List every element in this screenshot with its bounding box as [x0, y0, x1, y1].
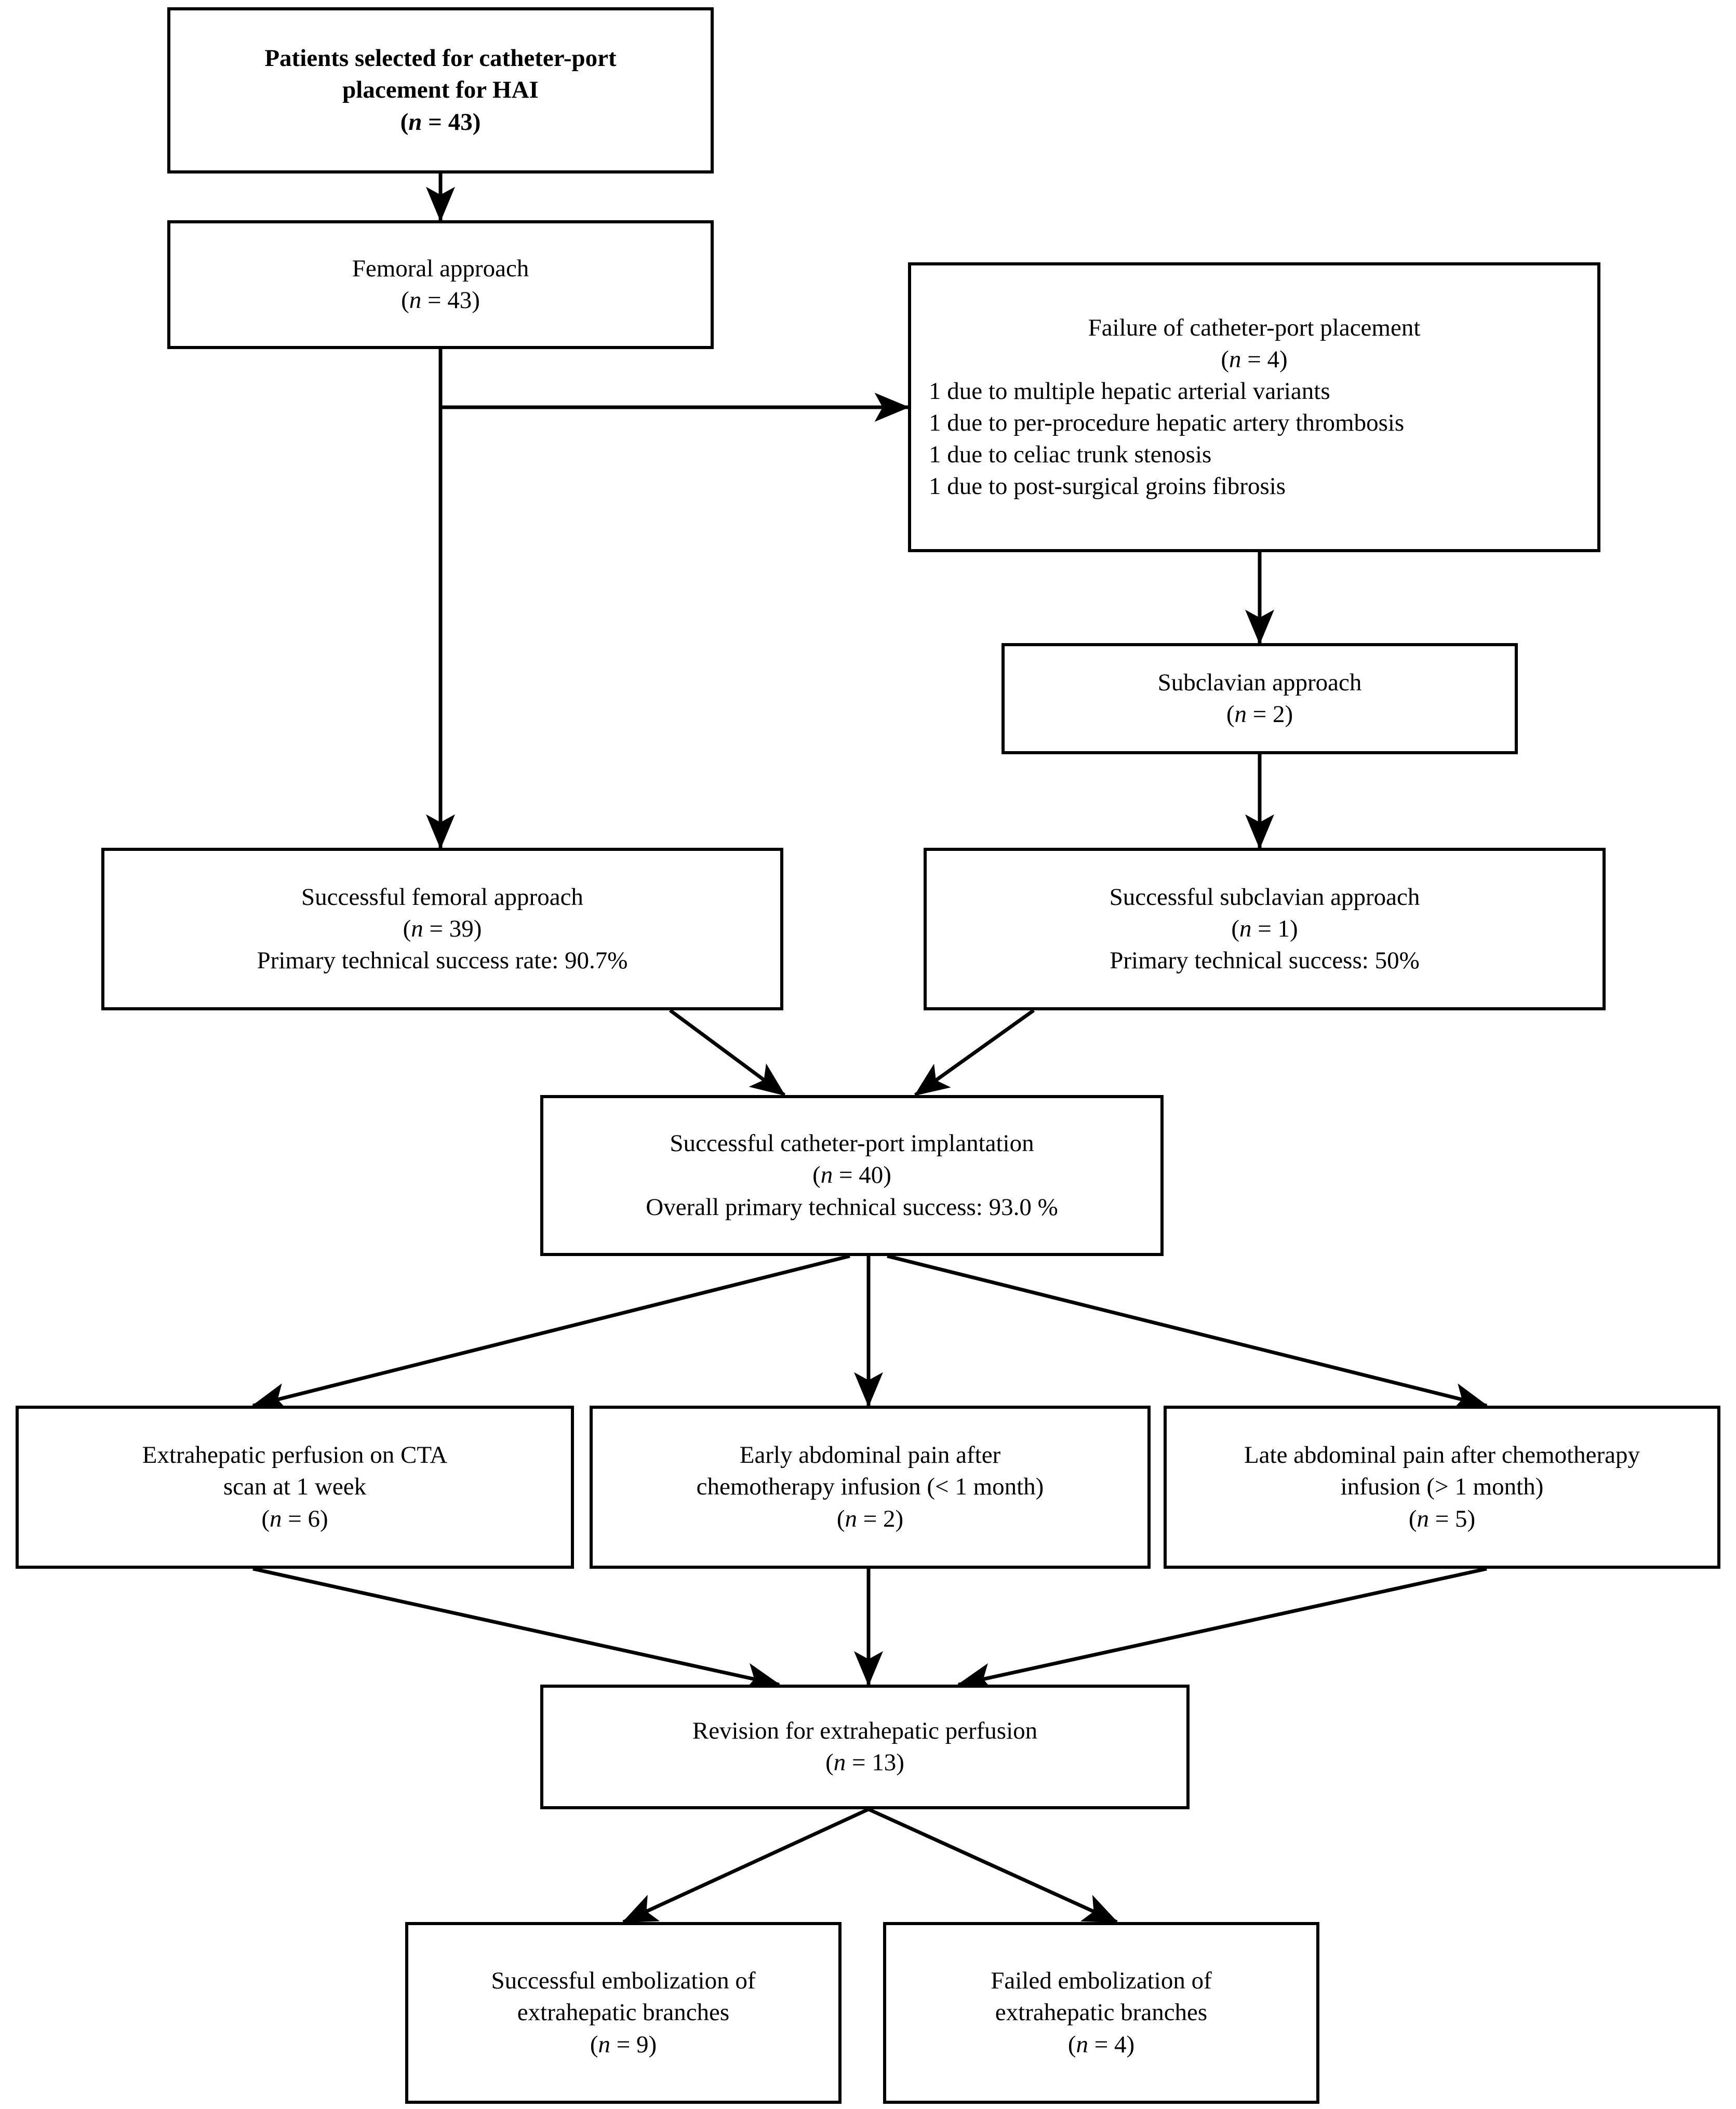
node-femoral-approach[interactable]: Femoral approach (n = 43) [167, 220, 714, 349]
node-line: extrahepatic branches [995, 1999, 1208, 2026]
node-successful-femoral-approach[interactable]: Successful femoral approach (n = 39) Pri… [101, 848, 783, 1010]
edge-successful-subclavian-to-implantation [914, 1009, 1035, 1097]
edge-revision-to-failed-embolization [867, 1807, 1118, 1924]
node-late-abdominal-pain[interactable]: Late abdominal pain after chemotherapy i… [1164, 1406, 1720, 1569]
edge-successful-femoral-to-implantation [669, 1009, 786, 1097]
failure-reason: 1 due to celiac trunk stenosis [929, 441, 1212, 469]
node-success-rate: Primary technical success rate: 90.7% [257, 947, 628, 975]
node-failed-embolization[interactable]: Failed embolization of extrahepatic bran… [883, 1922, 1319, 2104]
edge-extrahepatic-cta-to-revision [252, 1567, 781, 1692]
node-line: Successful subclavian approach [1109, 883, 1420, 911]
node-title: Failure of catheter-port placement [1088, 314, 1421, 341]
edge-femoral-to-failure [438, 349, 910, 422]
edge-revision-to-successful-embolization [622, 1807, 870, 1924]
node-line: extrahepatic branches [517, 1999, 730, 2026]
node-count: (n = 13) [825, 1749, 904, 1776]
node-successful-embolization[interactable]: Successful embolization of extrahepatic … [405, 1922, 842, 2104]
node-early-abdominal-pain[interactable]: Early abdominal pain after chemotherapy … [590, 1406, 1151, 1569]
node-count: (n = 4) [1221, 345, 1288, 373]
node-line: Extrahepatic perfusion on CTA [142, 1441, 448, 1469]
node-count: (n = 1) [1231, 915, 1298, 942]
node-success-rate: Primary technical success: 50% [1110, 947, 1420, 975]
node-count: (n = 6) [261, 1505, 328, 1532]
node-count: (n = 43) [401, 287, 480, 314]
node-success-rate: Overall primary technical success: 93.0 … [646, 1193, 1058, 1221]
node-line: Failed embolization of [991, 1967, 1212, 1995]
node-line: Subclavian approach [1157, 669, 1362, 696]
node-successful-subclavian-approach[interactable]: Successful subclavian approach (n = 1) P… [924, 848, 1606, 1010]
node-line: Revision for extrahepatic perfusion [692, 1717, 1038, 1744]
node-line: Successful catheter-port implantation [670, 1130, 1034, 1157]
node-count: (n = 5) [1408, 1505, 1476, 1532]
node-failure-of-placement[interactable]: Failure of catheter-port placement (n = … [908, 262, 1600, 552]
node-line: Femoral approach [352, 255, 529, 282]
node-line: scan at 1 week [223, 1473, 367, 1501]
edge-implantation-to-extrahepatic-cta [251, 1254, 850, 1412]
node-extrahepatic-perfusion-cta[interactable]: Extrahepatic perfusion on CTA scan at 1 … [16, 1406, 574, 1569]
node-count: (n = 2) [1226, 701, 1293, 728]
failure-reason: 1 due to post-surgical groins fibrosis [929, 473, 1286, 500]
node-count: (n = 4) [1067, 2031, 1135, 2058]
node-line: Late abdominal pain after chemotherapy [1244, 1441, 1640, 1469]
failure-reason: 1 due to per-procedure hepatic artery th… [929, 409, 1405, 436]
node-count: (n = 40) [812, 1162, 891, 1189]
node-line: infusion (> 1 month) [1340, 1473, 1544, 1501]
node-line: Successful embolization of [491, 1967, 756, 1995]
node-subclavian-approach[interactable]: Subclavian approach (n = 2) [1001, 643, 1518, 754]
failure-reason: 1 due to multiple hepatic arterial varia… [929, 377, 1330, 405]
node-count: (n = 43) [400, 108, 481, 136]
edge-implantation-to-late-pain [887, 1254, 1488, 1412]
node-revision-for-extrahepatic-perfusion[interactable]: Revision for extrahepatic perfusion (n =… [540, 1685, 1190, 1809]
edge-late-pain-to-revision [957, 1567, 1487, 1692]
node-line: chemotherapy infusion (< 1 month) [696, 1473, 1044, 1501]
node-patients-selected[interactable]: Patients selected for catheter-port plac… [167, 7, 714, 173]
node-line: Successful femoral approach [301, 883, 583, 911]
node-line: Early abdominal pain after [739, 1441, 1001, 1469]
node-successful-implantation[interactable]: Successful catheter-port implantation (n… [540, 1095, 1164, 1256]
node-line: Patients selected for catheter-port [264, 45, 617, 72]
node-count: (n = 2) [836, 1505, 904, 1532]
node-count: (n = 9) [590, 2031, 657, 2058]
node-count: (n = 39) [403, 915, 482, 942]
node-line: placement for HAI [342, 76, 539, 104]
